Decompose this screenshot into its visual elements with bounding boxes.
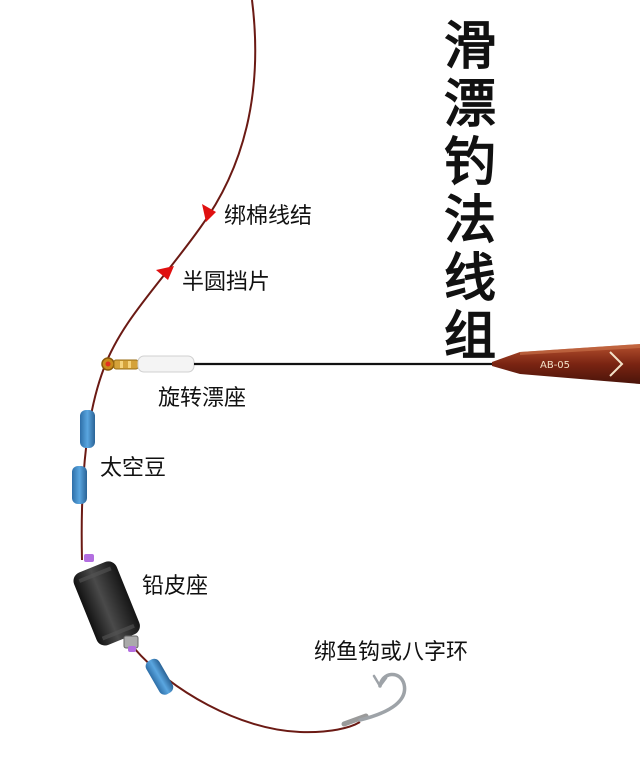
float-marking: AB-05 <box>540 360 570 371</box>
fish-hook <box>341 672 407 727</box>
cotton-knot <box>202 204 216 222</box>
label-hook: 绑鱼钩或八字环 <box>314 640 469 665</box>
diagram-title: 滑漂钓法线组 <box>443 17 496 367</box>
sinker-seat <box>73 554 140 652</box>
label-sinker-seat: 铅皮座 <box>142 574 209 599</box>
label-swivel-float-seat: 旋转漂座 <box>158 386 247 411</box>
swivel-float-seat <box>101 355 195 373</box>
float: AB-05 <box>194 344 640 384</box>
space-bean-1 <box>80 410 95 448</box>
semicircle-stopper <box>156 266 174 280</box>
label-semicircle-stopper: 半圆挡片 <box>182 270 271 295</box>
space-bean-2 <box>72 466 87 504</box>
label-space-beans: 太空豆 <box>100 456 167 481</box>
label-cotton-knot: 绑棉线结 <box>224 204 313 229</box>
space-bean-3 <box>145 658 174 695</box>
